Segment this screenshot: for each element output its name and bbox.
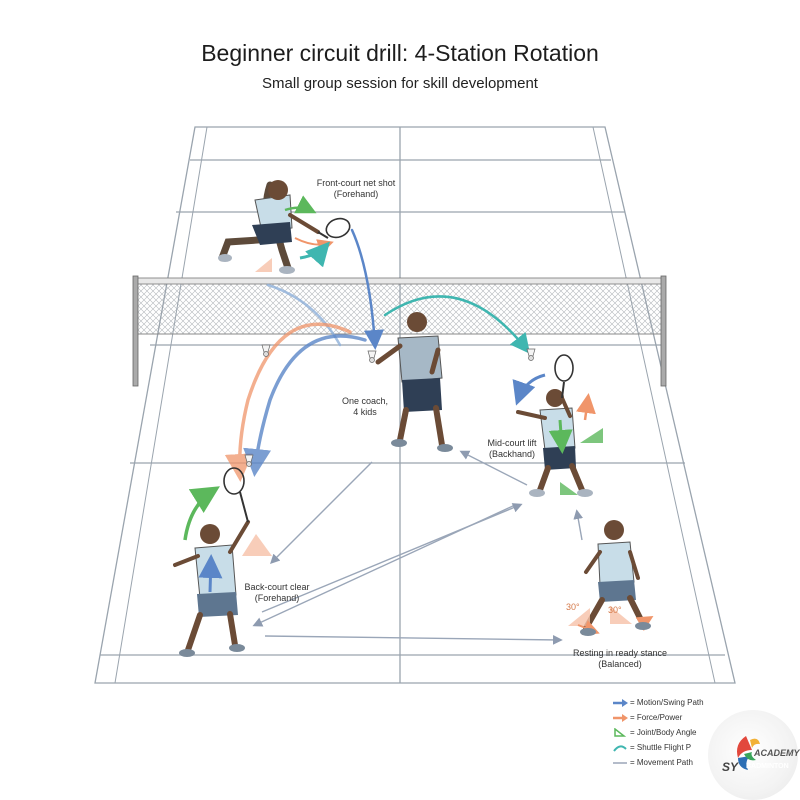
legend-label-movement: = Movement Path bbox=[630, 758, 693, 767]
label-coach-line2: 4 kids bbox=[353, 407, 377, 417]
movement-paths bbox=[252, 450, 584, 645]
legend: = Motion/Swing Path = Force/Power = Join… bbox=[612, 695, 732, 770]
page-title: Beginner circuit drill: 4-Station Rotati… bbox=[201, 40, 599, 66]
court-singles-sidelines bbox=[114, 126, 716, 684]
coach-figure bbox=[375, 312, 453, 452]
movement-path-coach-to-back bbox=[270, 461, 373, 564]
label-front-court-line1: Front-court net shot bbox=[316, 178, 396, 188]
logo-text-sy: SY bbox=[722, 760, 739, 774]
player-mid-court bbox=[512, 354, 603, 497]
player-resting bbox=[568, 520, 654, 636]
label-coach-line1: One coach, bbox=[341, 396, 389, 406]
label-back-court-line2: (Forehand) bbox=[254, 593, 300, 603]
back-court-angle-marker bbox=[242, 534, 272, 556]
label-front-court-line2: (Forehand) bbox=[333, 189, 379, 199]
label-front-court: Front-court net shot (Forehand) bbox=[296, 178, 416, 200]
force-path-back-clear bbox=[224, 322, 352, 482]
shuttlecocks bbox=[244, 344, 536, 467]
player-back-court bbox=[173, 467, 272, 657]
legend-label-angle: = Joint/Body Angle bbox=[630, 728, 697, 737]
net-post-left bbox=[132, 275, 139, 387]
player-front-court bbox=[218, 180, 351, 274]
gray-line-icon bbox=[613, 761, 627, 764]
logo-text-academy: ACADEMY bbox=[754, 748, 800, 758]
movement-path-mid-to-coach bbox=[459, 450, 528, 486]
label-back-court: Back-court clear (Forehand) bbox=[232, 582, 322, 604]
swing-path-back-clear bbox=[243, 334, 367, 477]
legend-item-angle: = Joint/Body Angle bbox=[612, 725, 732, 740]
academy-logo bbox=[708, 710, 798, 800]
legend-item-movement: = Movement Path bbox=[612, 755, 732, 770]
shuttlecock-2 bbox=[367, 350, 377, 363]
label-back-court-line1: Back-court clear bbox=[244, 582, 310, 592]
flight-path-coach-to-mid bbox=[383, 295, 531, 354]
orange-arrow-icon bbox=[613, 713, 628, 722]
flight-arcs bbox=[224, 228, 531, 482]
teal-arc-icon bbox=[613, 745, 627, 752]
label-mid-court-line2: (Backhand) bbox=[488, 449, 536, 459]
movement-path-back-to-rest bbox=[264, 635, 563, 645]
net-post-right bbox=[660, 275, 667, 387]
label-resting-line1: Resting in ready stance bbox=[572, 648, 668, 658]
legend-label-motion: = Motion/Swing Path bbox=[630, 698, 704, 707]
logo-emblem-icon bbox=[737, 736, 760, 770]
front-court-angle-marker bbox=[255, 258, 272, 272]
legend-label-flight: = Shuttle Flight P bbox=[630, 743, 692, 752]
resting-angle-marker-right bbox=[610, 606, 632, 624]
shuttlecock-3 bbox=[526, 348, 536, 361]
legend-item-flight: = Shuttle Flight P bbox=[612, 740, 732, 755]
net bbox=[132, 275, 667, 387]
label-coach: One coach, 4 kids bbox=[330, 396, 400, 418]
green-triangle-icon bbox=[614, 728, 627, 737]
angle-label-right: 30° bbox=[608, 605, 622, 615]
logo-text-badminton: BADMINTON bbox=[746, 763, 789, 770]
legend-item-motion: = Motion/Swing Path bbox=[612, 695, 732, 710]
movement-path-back-to-mid bbox=[261, 503, 523, 613]
swing-path-front-to-coach bbox=[350, 228, 384, 350]
shuttlecock-1 bbox=[261, 344, 271, 357]
label-mid-court-line1: Mid-court lift bbox=[487, 438, 537, 448]
mid-court-angle-marker bbox=[580, 428, 603, 443]
angle-label-left: 30° bbox=[566, 602, 580, 612]
movement-path-rest-to-mid bbox=[573, 509, 584, 541]
label-resting-line2: (Balanced) bbox=[598, 659, 642, 669]
label-mid-court: Mid-court lift (Backhand) bbox=[470, 438, 554, 460]
label-resting: Resting in ready stance (Balanced) bbox=[566, 648, 674, 670]
page-subtitle: Small group session for skill developmen… bbox=[262, 75, 538, 92]
shuttlecock-4 bbox=[244, 454, 254, 467]
legend-label-force: = Force/Power bbox=[630, 713, 683, 722]
front-court-green-arrow bbox=[284, 195, 317, 214]
blue-arrow-icon bbox=[613, 698, 628, 707]
legend-item-force: = Force/Power bbox=[612, 710, 732, 725]
